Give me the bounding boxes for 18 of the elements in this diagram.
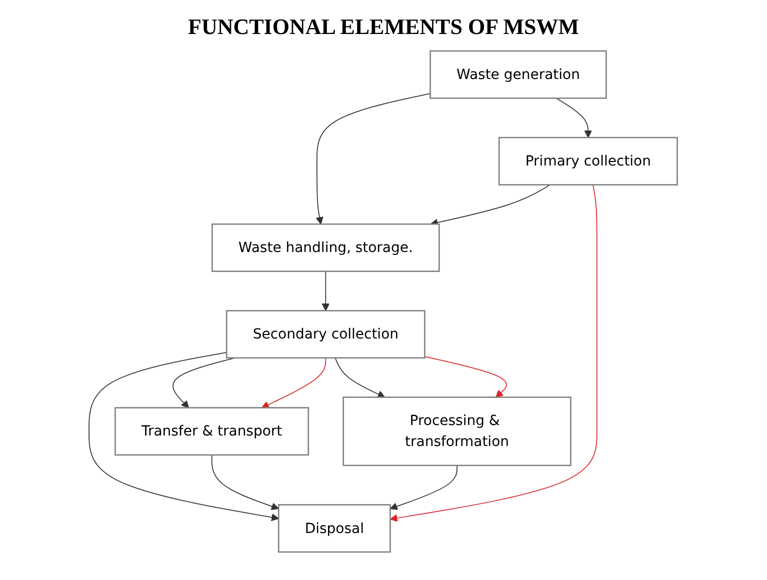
node-box: Transfer & transport — [114, 407, 310, 456]
node-box: Primary collection — [498, 136, 678, 186]
arrow — [316, 93, 432, 224]
arrow — [212, 454, 280, 510]
node-box: Waste generation — [430, 50, 608, 99]
node-box: Processing & transformation — [343, 396, 572, 466]
arrow — [556, 98, 592, 138]
arrow — [424, 356, 508, 398]
node-box: Disposal — [278, 504, 392, 553]
node-box: Secondary collection — [226, 310, 426, 359]
arrow — [262, 357, 326, 408]
arrow — [88, 352, 280, 522]
diagram-title: FUNCTIONAL ELEMENTS OF MSWM — [187, 14, 580, 41]
arrow — [390, 184, 598, 522]
arrow — [322, 270, 330, 312]
arrow — [335, 357, 386, 398]
node-box: Waste handling, storage. — [212, 223, 440, 272]
arrow — [390, 465, 458, 510]
